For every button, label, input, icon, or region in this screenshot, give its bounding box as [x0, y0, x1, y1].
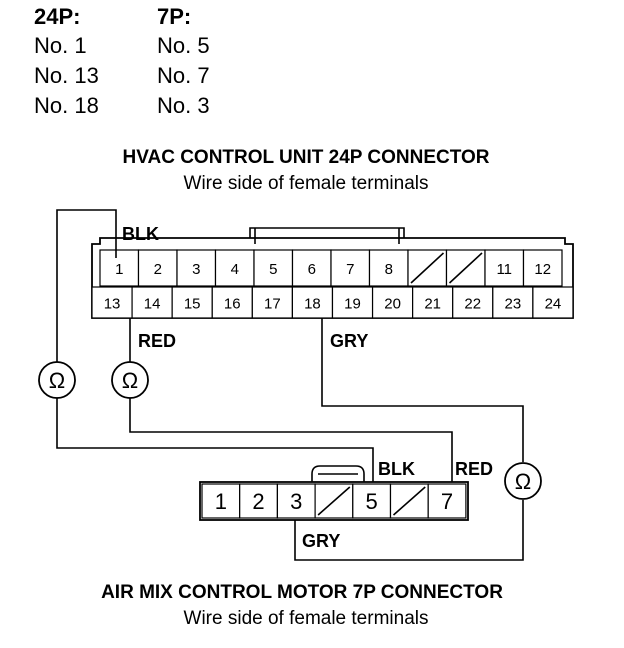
- ohm-icon: Ω: [122, 368, 138, 393]
- row-2-7p: No. 7: [157, 63, 210, 88]
- hvac-top-pin-label: 4: [231, 261, 239, 278]
- hvac-bottom-pin-label: 16: [224, 296, 241, 313]
- hvac-bottom-cavity-12: [532, 286, 574, 319]
- ohmmeter-left: Ω: [38, 361, 76, 399]
- hvac-top-pin-label: 12: [534, 261, 551, 278]
- hvac-top-pin-label: 11: [496, 261, 512, 278]
- label-blk-motor: BLK: [378, 459, 415, 479]
- hvac-bottom-pin-label: 13: [104, 296, 121, 313]
- row-3-24p: No. 18: [34, 93, 99, 118]
- hvac-bottom-pin-label: 23: [504, 296, 521, 313]
- hvac-bottom-cavity-7: [331, 286, 374, 319]
- test-wires: [56, 209, 524, 561]
- row-1-7p: No. 5: [157, 33, 210, 58]
- motor-pin-label: 5: [366, 489, 378, 514]
- hvac-top-pin-label: 7: [346, 261, 354, 278]
- motor-cavity-7: [427, 483, 467, 519]
- hvac-top-pin-label: 1: [115, 261, 123, 278]
- hvac-top-pin-label: 8: [385, 261, 393, 278]
- hvac-bottom-cavity-1: [91, 286, 133, 319]
- hvac-top-cavity-12: [522, 249, 563, 287]
- hvac-top-blank-cavity-mark: [448, 252, 483, 284]
- motor-cavity-5: [352, 483, 392, 519]
- motor-blank-cavity-mark: [392, 486, 426, 516]
- label-gry-bottom: GRY: [302, 531, 340, 551]
- hvac-bottom-pin-label: 24: [545, 296, 562, 313]
- motor-pin-label: 1: [215, 489, 227, 514]
- hvac-bottom-pin-label: 20: [384, 296, 401, 313]
- motor-cavity-1: [201, 483, 241, 519]
- ohmmeter-middle: Ω: [111, 361, 149, 399]
- hvac-top-cavity-8: [368, 249, 409, 287]
- label-red-motor: RED: [455, 459, 493, 479]
- hvac-top-cavity-6: [291, 249, 332, 287]
- label-red-left: RED: [138, 331, 176, 351]
- wire-blk: [56, 209, 117, 362]
- hvac-bottom-pin-label: 21: [424, 296, 441, 313]
- motor-connector-title: AIR MIX CONTROL MOTOR 7P CONNECTOR: [101, 582, 503, 603]
- hvac-top-cavity-3: [176, 249, 217, 287]
- hvac-bottom-pin-label: 14: [144, 296, 161, 313]
- ohm-icon: Ω: [49, 368, 65, 393]
- hvac-top-blank-cavity-mark: [410, 252, 445, 284]
- hvac-bottom-pin-label: 19: [344, 296, 361, 313]
- hvac-top-cavity-11: [484, 249, 525, 287]
- ohm-icon: Ω: [515, 469, 531, 494]
- hvac-bottom-row: 13 14 15 16 17 18 19 20 21 22 23 24: [91, 286, 574, 319]
- row-2-24p: No. 13: [34, 63, 99, 88]
- motor-cavity-3: [276, 483, 316, 519]
- hvac-top-cavity-7: [330, 249, 371, 287]
- hvac-top-cavity-4: [214, 249, 255, 287]
- hvac-top-pin-label: 5: [269, 261, 277, 278]
- row-1-24p: No. 1: [34, 33, 87, 58]
- hvac-top-pin-label: 6: [308, 261, 316, 278]
- motor-pin-label: 2: [252, 489, 264, 514]
- hvac-bottom-pin-label: 17: [264, 296, 281, 313]
- hvac-bottom-cavity-9: [412, 286, 454, 319]
- motor-connector-subtitle: Wire side of female terminals: [184, 608, 429, 629]
- wire-gry: [321, 318, 524, 462]
- motor-blank-cavity-mark: [317, 486, 351, 516]
- hvac-top-pin-label: 2: [154, 261, 162, 278]
- hvac-top-pin-label: 3: [192, 261, 200, 278]
- motor-pin-label: 3: [290, 489, 302, 514]
- ohmmeter-right: Ω: [504, 462, 542, 500]
- hvac-bottom-pin-label: 22: [464, 296, 481, 313]
- header-24p: 24P:: [34, 4, 80, 29]
- label-blk-top: BLK: [122, 224, 159, 244]
- hvac-bottom-pin-label: 18: [304, 296, 321, 313]
- pin-table: 24P: 7P: No. 1 No. 5 No. 13 No. 7 No. 18…: [34, 4, 210, 118]
- hvac-connector-subtitle: Wire side of female terminals: [184, 173, 429, 194]
- hvac-bottom-pin-label: 15: [184, 296, 201, 313]
- hvac-connector-title: HVAC CONTROL UNIT 24P CONNECTOR: [122, 147, 489, 168]
- hvac-bottom-cavity-6: [291, 286, 334, 319]
- header-7p: 7P:: [157, 4, 191, 29]
- row-3-7p: No. 3: [157, 93, 210, 118]
- label-gry-mid: GRY: [330, 331, 368, 351]
- motor-pin-label: 7: [441, 489, 453, 514]
- hvac-bottom-cavity-10: [452, 286, 494, 319]
